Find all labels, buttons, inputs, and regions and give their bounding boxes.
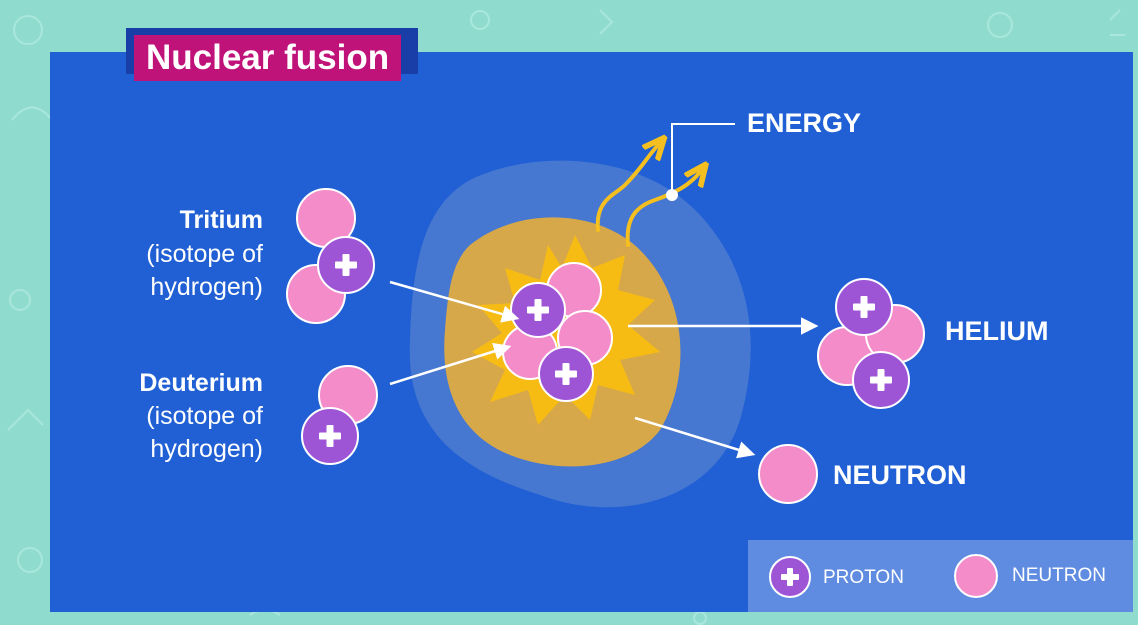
energy-callout-line — [671, 123, 735, 195]
helium-label: HELIUM — [945, 316, 1049, 346]
deuterium-desc-2: hydrogen) — [150, 435, 263, 463]
deuterium-desc-1: (isotope of — [146, 402, 263, 430]
tritium-arrow — [389, 280, 520, 323]
legend-neutron-label: NEUTRON — [1012, 565, 1106, 586]
neutron-arrow — [634, 416, 756, 459]
tritium-desc-1: (isotope of — [146, 240, 263, 268]
tritium-desc-2: hydrogen) — [150, 273, 263, 301]
tritium-label: Tritium — [179, 206, 263, 234]
page-title: Nuclear fusion — [134, 35, 402, 81]
deuterium-arrow — [389, 342, 512, 386]
legend: PROTON NEUTRON — [748, 540, 1133, 612]
energy-arrow-1 — [595, 145, 658, 232]
deuterium-label: Deuterium — [139, 369, 263, 397]
legend-proton-icon — [769, 556, 811, 598]
legend-proton-label: PROTON — [823, 567, 904, 588]
neutron-label: NEUTRON — [833, 460, 967, 490]
energy-callout-dot — [666, 189, 678, 201]
energy-label: ENERGY — [747, 108, 862, 138]
energy-arrow-2 — [625, 172, 700, 247]
free-neutron — [758, 444, 818, 504]
legend-neutron-icon — [954, 554, 998, 598]
